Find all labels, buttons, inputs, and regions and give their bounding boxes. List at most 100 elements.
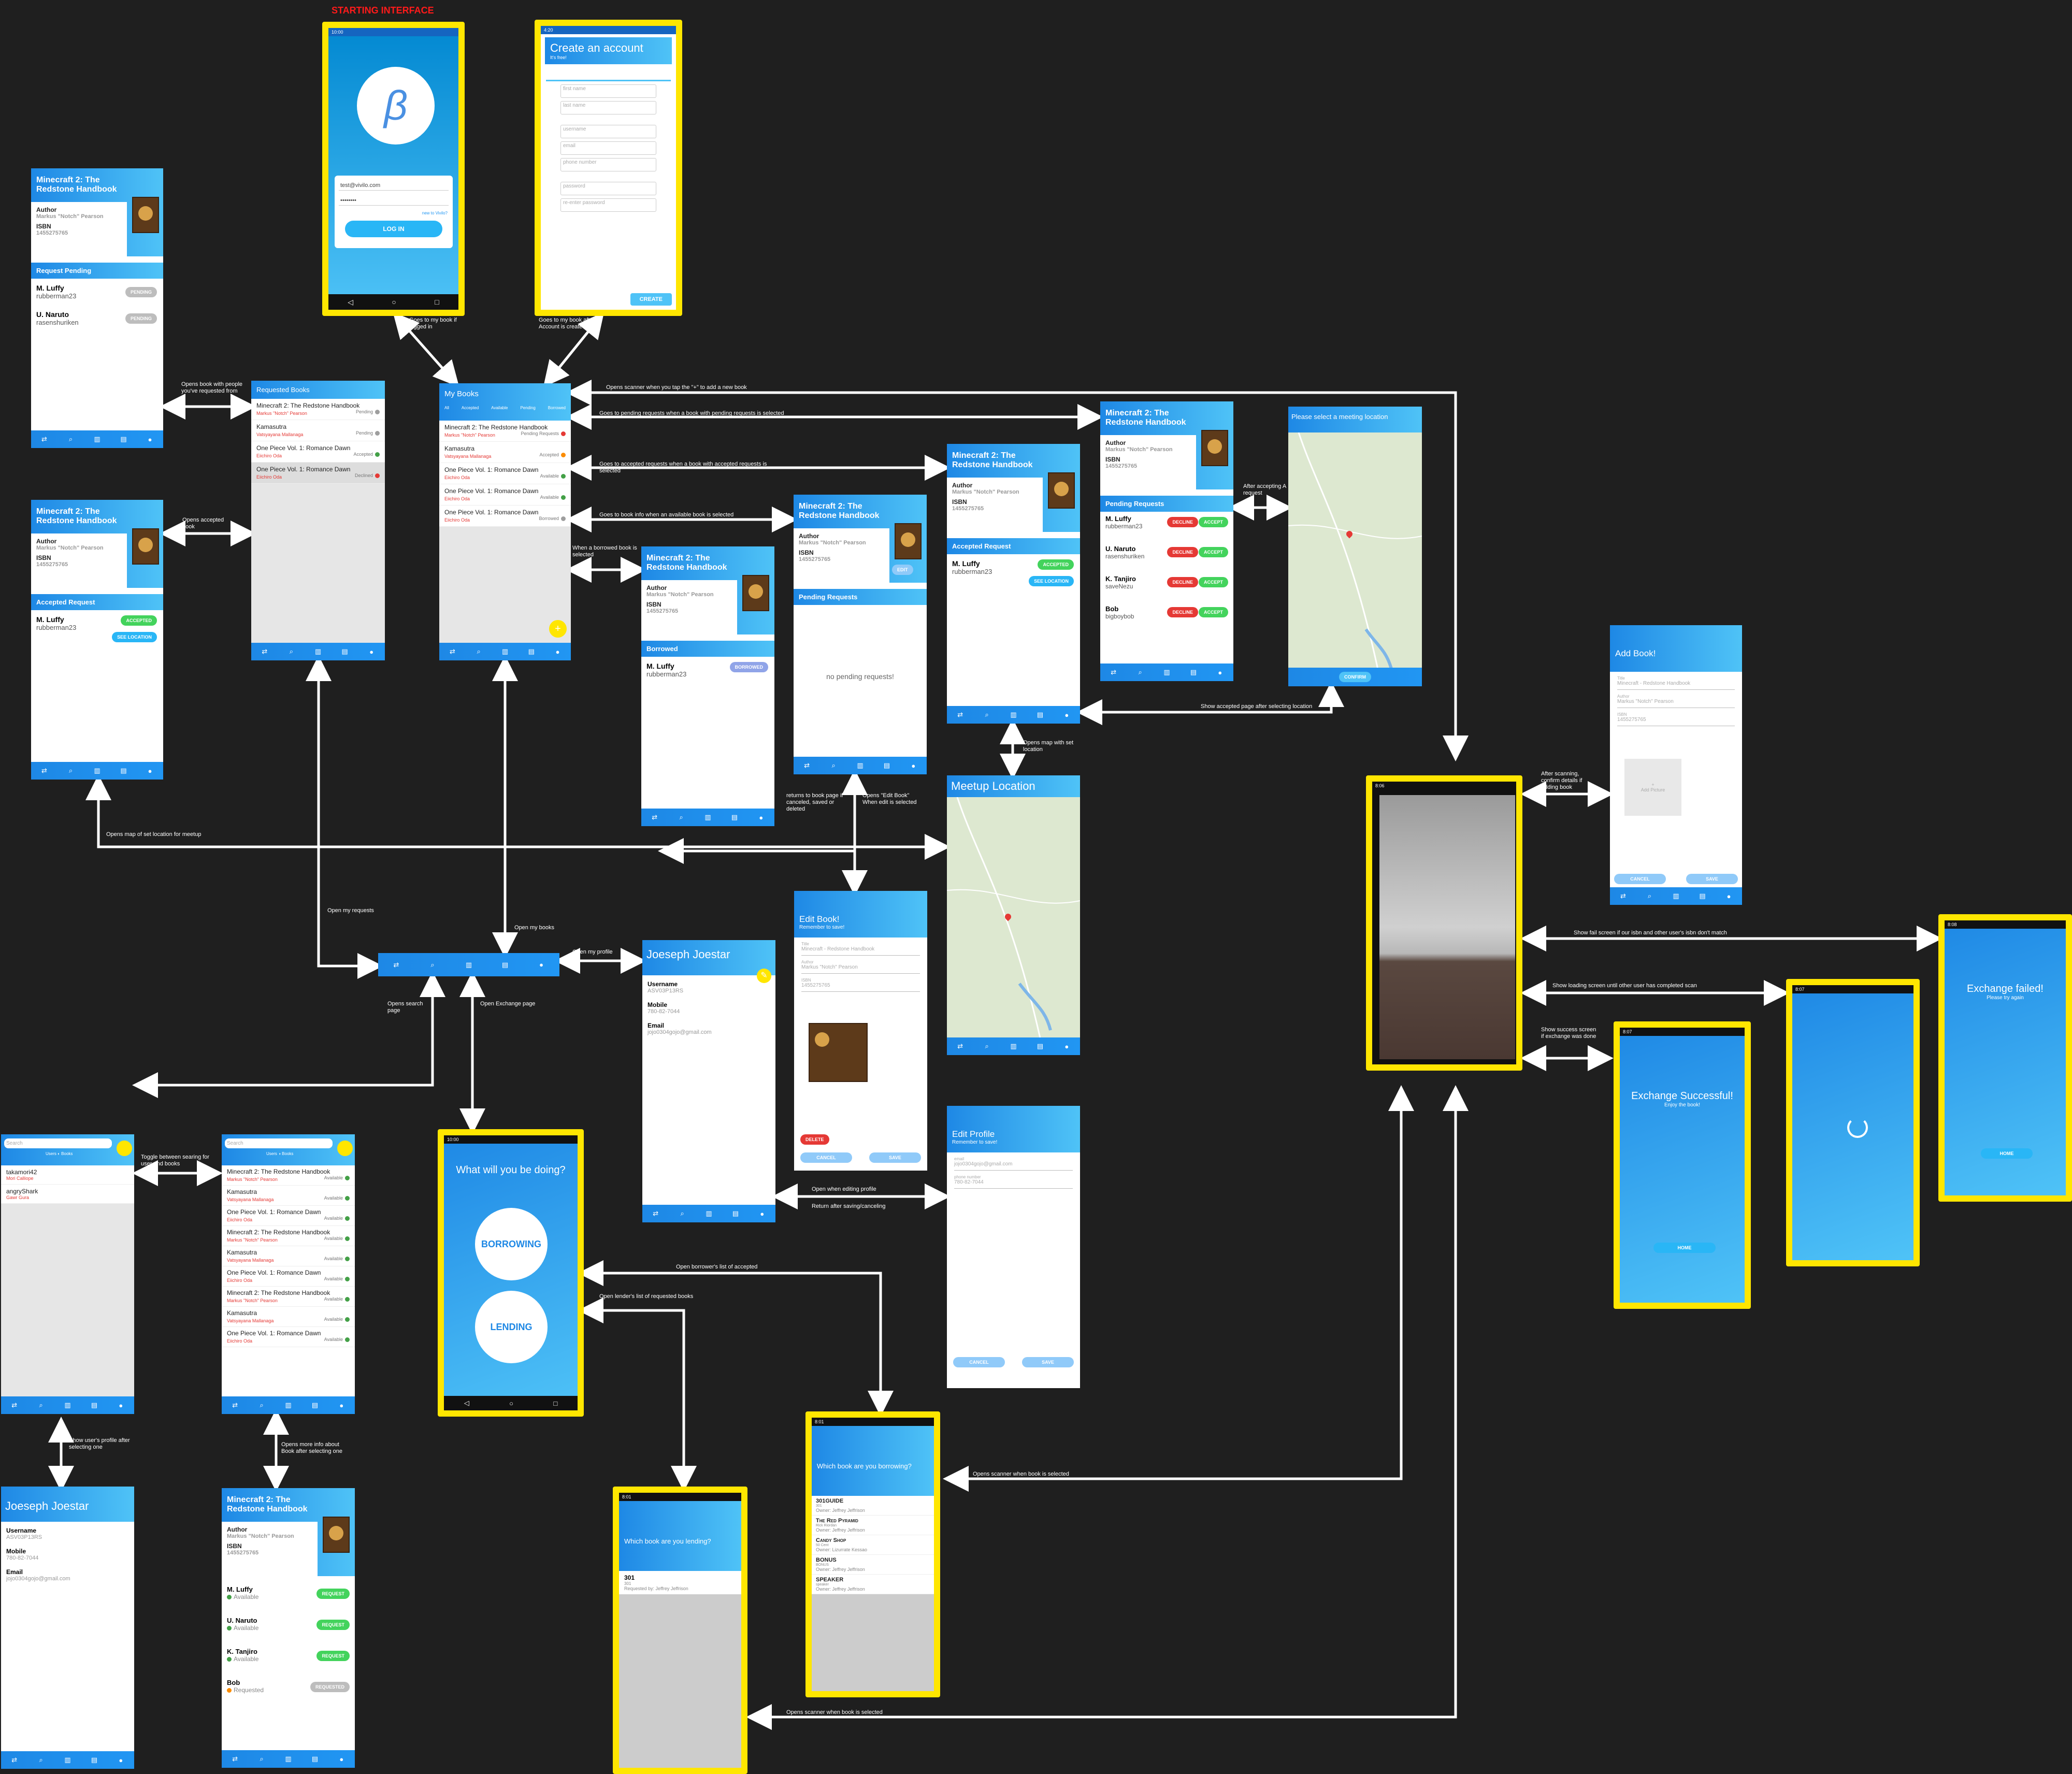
search-icon[interactable]: ⌕ bbox=[679, 813, 683, 821]
exchange-icon[interactable]: ⇄ bbox=[393, 960, 399, 969]
request-button[interactable]: REQUEST bbox=[316, 1651, 350, 1661]
home-icon[interactable]: ○ bbox=[509, 1399, 513, 1407]
login-button[interactable]: LOG IN bbox=[345, 221, 442, 237]
delete-button[interactable]: DELETE bbox=[800, 1134, 829, 1145]
see-location-button[interactable]: SEE LOCATION bbox=[1029, 576, 1074, 586]
decline-button[interactable]: DECLINE bbox=[1167, 607, 1198, 617]
search-input[interactable]: Search bbox=[4, 1138, 112, 1148]
home-icon[interactable]: ○ bbox=[392, 298, 396, 306]
tab-all[interactable]: All bbox=[444, 406, 449, 410]
exchange-icon[interactable]: ⇄ bbox=[11, 1756, 18, 1764]
profile-icon[interactable]: ● bbox=[1064, 711, 1069, 719]
books-icon[interactable]: ▤ bbox=[311, 1401, 318, 1409]
decline-button[interactable]: DECLINE bbox=[1167, 517, 1198, 527]
barcode-icon[interactable]: ▥ bbox=[64, 1756, 71, 1764]
map-view[interactable] bbox=[1288, 432, 1422, 686]
profile-icon[interactable]: ● bbox=[911, 761, 916, 770]
books-icon[interactable]: ▤ bbox=[1699, 892, 1706, 900]
signup-field[interactable]: password bbox=[560, 182, 656, 195]
search-icon[interactable]: ⌕ bbox=[831, 761, 836, 769]
books-icon[interactable]: ▤ bbox=[120, 435, 127, 443]
search-icon[interactable] bbox=[337, 1141, 353, 1156]
home-button[interactable]: HOME bbox=[1981, 1148, 2033, 1159]
exchange-icon[interactable]: ⇄ bbox=[262, 647, 268, 655]
add-book-fab[interactable]: + bbox=[549, 620, 567, 638]
back-icon[interactable]: ◁ bbox=[348, 297, 353, 306]
books-icon[interactable]: ▤ bbox=[1037, 1042, 1043, 1050]
search-icon[interactable]: ⌕ bbox=[985, 711, 989, 718]
exchange-icon[interactable]: ⇄ bbox=[449, 647, 455, 655]
barcode-icon[interactable]: ▥ bbox=[94, 767, 100, 774]
create-button[interactable]: CREATE bbox=[630, 293, 672, 306]
lending-button[interactable]: LENDING bbox=[475, 1291, 548, 1363]
exchange-icon[interactable]: ⇄ bbox=[1620, 892, 1626, 900]
edit-button[interactable]: EDIT bbox=[892, 565, 913, 575]
search-icon[interactable]: ⌕ bbox=[680, 1209, 684, 1217]
books-icon[interactable]: ▤ bbox=[528, 647, 535, 655]
barcode-icon[interactable]: ▥ bbox=[465, 960, 472, 969]
search-toggle[interactable]: Users ◐ Books bbox=[46, 1151, 73, 1156]
exchange-icon[interactable]: ⇄ bbox=[652, 813, 658, 821]
books-icon[interactable]: ▤ bbox=[1037, 711, 1043, 718]
signup-field[interactable]: re-enter password bbox=[560, 198, 656, 212]
signup-field[interactable]: username bbox=[560, 125, 656, 138]
barcode-icon[interactable]: ▥ bbox=[94, 435, 100, 443]
search-toggle[interactable]: Users ◑ Books bbox=[266, 1151, 294, 1156]
new-account-link[interactable]: new to Vivilo? bbox=[422, 211, 448, 215]
camera-view[interactable] bbox=[1379, 795, 1515, 1059]
barcode-icon[interactable]: ▥ bbox=[314, 647, 322, 655]
search-icon[interactable]: ⌕ bbox=[260, 1755, 264, 1763]
profile-icon[interactable]: ● bbox=[1064, 1042, 1069, 1050]
exchange-icon[interactable]: ⇄ bbox=[804, 761, 810, 769]
search-icon[interactable]: ⌕ bbox=[289, 647, 294, 655]
profile-icon[interactable]: ● bbox=[339, 1755, 344, 1763]
exchange-icon[interactable]: ⇄ bbox=[1111, 668, 1117, 676]
books-icon[interactable]: ▤ bbox=[883, 761, 890, 769]
books-icon[interactable]: ▤ bbox=[732, 1209, 739, 1217]
profile-icon[interactable]: ● bbox=[148, 435, 152, 443]
barcode-icon[interactable]: ▥ bbox=[501, 647, 509, 655]
search-input[interactable]: Search bbox=[225, 1138, 333, 1148]
search-icon[interactable]: ⌕ bbox=[68, 435, 73, 443]
save-button[interactable]: SAVE bbox=[1022, 1357, 1074, 1367]
save-button[interactable]: SAVE bbox=[1686, 874, 1738, 884]
books-icon[interactable]: ▤ bbox=[311, 1755, 318, 1763]
barcode-icon[interactable]: ▥ bbox=[1163, 668, 1170, 676]
search-icon[interactable]: ⌕ bbox=[477, 647, 481, 655]
decline-button[interactable]: DECLINE bbox=[1167, 547, 1198, 557]
exchange-icon[interactable]: ⇄ bbox=[957, 1042, 963, 1050]
borrowing-button[interactable]: BORROWING bbox=[475, 1208, 548, 1280]
exchange-icon[interactable]: ⇄ bbox=[41, 767, 47, 774]
accept-button[interactable]: ACCEPT bbox=[1198, 607, 1228, 617]
barcode-icon[interactable]: ▥ bbox=[1010, 1042, 1017, 1050]
profile-icon[interactable]: ● bbox=[119, 1756, 123, 1764]
barcode-icon[interactable]: ▥ bbox=[1010, 711, 1017, 718]
password-field[interactable]: •••••••• bbox=[339, 196, 449, 206]
barcode-icon[interactable]: ▥ bbox=[1673, 892, 1679, 900]
books-icon[interactable]: ▤ bbox=[501, 960, 509, 969]
cancel-button[interactable]: CANCEL bbox=[800, 1152, 852, 1163]
book-photo[interactable] bbox=[809, 1023, 868, 1082]
signup-field[interactable]: email bbox=[560, 141, 656, 155]
home-button[interactable]: HOME bbox=[1653, 1243, 1716, 1253]
exchange-icon[interactable]: ⇄ bbox=[41, 435, 47, 443]
books-icon[interactable]: ▤ bbox=[91, 1401, 97, 1409]
request-button[interactable]: REQUEST bbox=[316, 1589, 350, 1599]
